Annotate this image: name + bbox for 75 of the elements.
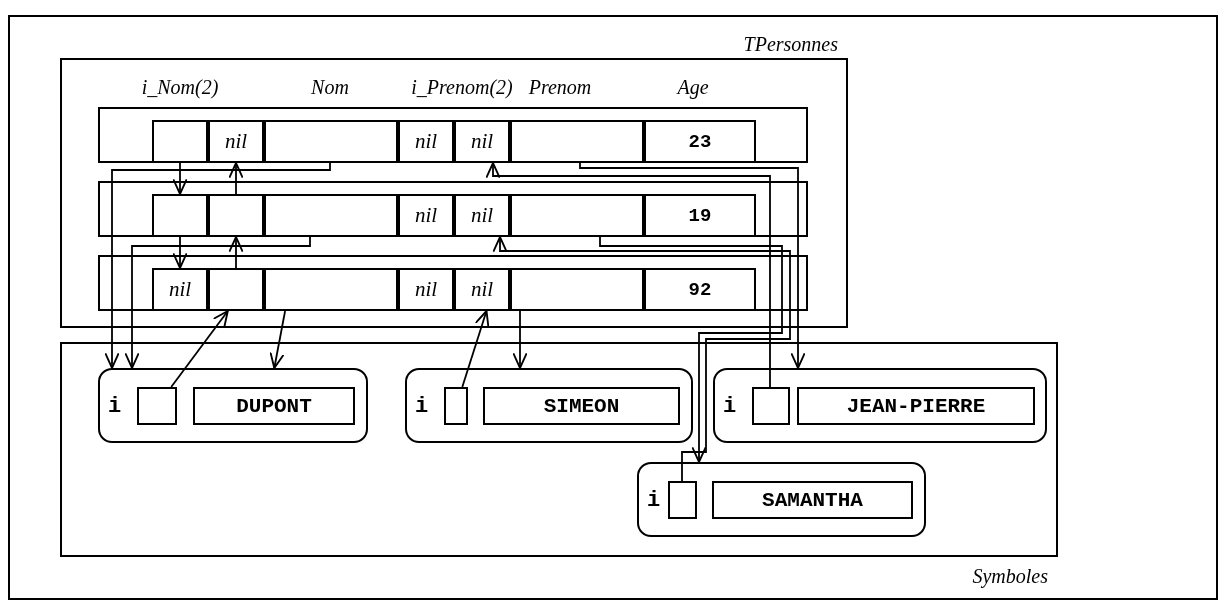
field-value: nil bbox=[414, 129, 438, 154]
index-label: i bbox=[647, 487, 661, 512]
pointer-arrow bbox=[579, 162, 806, 369]
pointer-arrow bbox=[512, 310, 528, 369]
symbol-name-field bbox=[193, 387, 355, 425]
pointer-arrow bbox=[492, 236, 791, 482]
index-label: i bbox=[723, 393, 737, 418]
symbol-entry bbox=[405, 368, 693, 443]
record-row bbox=[98, 181, 808, 237]
pointer-arrow bbox=[170, 310, 229, 388]
field-value: JEAN-PIERRE bbox=[846, 394, 986, 418]
record-row bbox=[98, 107, 808, 163]
index-field bbox=[444, 387, 468, 425]
field-value: nil bbox=[414, 277, 438, 302]
index-field bbox=[752, 387, 790, 425]
field-value: 19 bbox=[688, 204, 712, 227]
symbol-name-field bbox=[483, 387, 680, 425]
symbol-name-field bbox=[797, 387, 1035, 425]
column-header: i_Nom(2) bbox=[140, 76, 220, 99]
index-field bbox=[137, 387, 177, 425]
record-field bbox=[208, 120, 264, 163]
record-field bbox=[398, 120, 454, 163]
column-header: Nom bbox=[310, 76, 350, 99]
record-field bbox=[152, 268, 208, 311]
column-header: Age bbox=[675, 76, 710, 99]
record-field bbox=[644, 268, 756, 311]
record-field bbox=[398, 194, 454, 237]
record-field bbox=[152, 120, 208, 163]
pointer-arrow bbox=[172, 236, 188, 269]
record-row bbox=[98, 255, 808, 311]
index-label: i bbox=[108, 393, 122, 418]
field-value: nil bbox=[168, 277, 192, 302]
record-field bbox=[454, 194, 510, 237]
record-field bbox=[152, 194, 208, 237]
pointer-arrow bbox=[228, 236, 244, 269]
field-value: nil bbox=[414, 203, 438, 228]
record-field bbox=[208, 194, 264, 237]
field-value: 92 bbox=[688, 278, 712, 301]
field-value: 23 bbox=[688, 130, 712, 153]
field-value: DUPONT bbox=[236, 394, 312, 418]
record-field bbox=[264, 268, 398, 311]
record-field bbox=[264, 194, 398, 237]
record-field bbox=[644, 194, 756, 237]
pointer-arrow bbox=[599, 236, 783, 463]
symbol-name-field bbox=[712, 481, 913, 519]
pointer-arrow bbox=[461, 310, 490, 388]
record-field bbox=[208, 268, 264, 311]
record-field bbox=[510, 194, 644, 237]
record-field bbox=[644, 120, 756, 163]
record-field bbox=[510, 268, 644, 311]
field-value: SAMANTHA bbox=[762, 488, 863, 512]
field-value: SIMEON bbox=[543, 394, 620, 418]
field-value: nil bbox=[470, 203, 494, 228]
field-value: nil bbox=[470, 277, 494, 302]
record-field bbox=[454, 268, 510, 311]
field-value: nil bbox=[470, 129, 494, 154]
pointer-arrow bbox=[104, 162, 331, 369]
pointer-arrow bbox=[124, 236, 311, 369]
pointer-arrow bbox=[485, 162, 771, 388]
symbol-entry bbox=[713, 368, 1047, 443]
record-field bbox=[398, 268, 454, 311]
pointer-arrow bbox=[269, 310, 286, 369]
column-header: i_Prenom(2) bbox=[410, 76, 514, 99]
record-field bbox=[454, 120, 510, 163]
group-title: TPersonnes bbox=[743, 33, 838, 56]
pointer-arrow bbox=[172, 162, 188, 195]
field-value: nil bbox=[224, 129, 248, 154]
index-field bbox=[668, 481, 697, 519]
pointer-arrow bbox=[228, 162, 244, 195]
symbol-entry bbox=[98, 368, 368, 443]
group-title: Symboles bbox=[972, 565, 1048, 588]
record-field bbox=[510, 120, 644, 163]
symbol-entry bbox=[637, 462, 926, 537]
index-label: i bbox=[415, 393, 429, 418]
record-field bbox=[264, 120, 398, 163]
